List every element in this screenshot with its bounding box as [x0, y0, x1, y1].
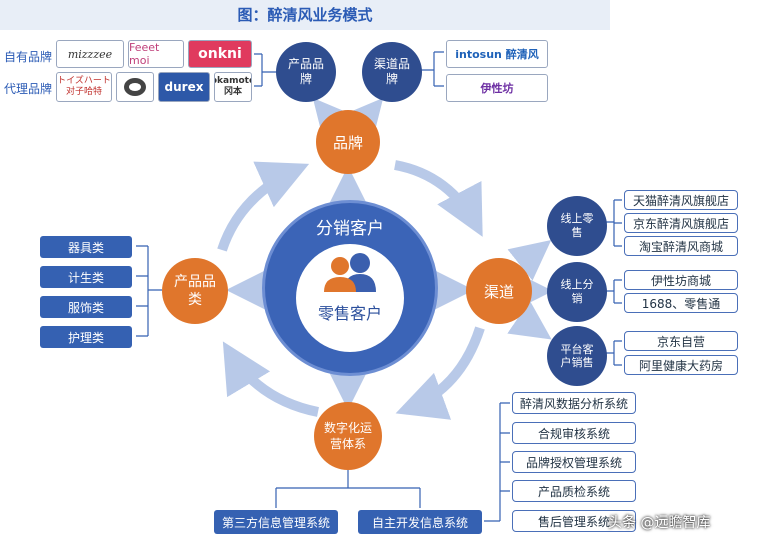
watermark-text: 头条 @远瞻智库	[608, 515, 711, 531]
center-bottom-label: 零售客户	[317, 304, 382, 323]
subsystem-box: 产品质检系统	[512, 480, 636, 502]
logo-okamoto: okamoto 冈本	[214, 72, 252, 102]
category-box: 护理类	[40, 326, 132, 348]
online-retail-circle: 线上零售	[547, 196, 607, 256]
round-brand-icon	[124, 78, 146, 96]
brand-node: 品牌	[316, 110, 380, 174]
center-inner-circle	[296, 244, 404, 352]
center-top-label: 分销客户	[316, 219, 384, 239]
arrow-channel-to-online-retail	[507, 240, 552, 281]
channel-item: 京东醉清风旗舰店	[624, 213, 738, 233]
cycle-arc-left-top	[217, 161, 310, 252]
logo-onkni: onkni	[188, 40, 252, 68]
arrow-brand-to-channel-brand	[341, 97, 384, 142]
page-title: 图：醉清风业务模式	[237, 6, 373, 24]
people-icon	[324, 253, 376, 292]
channel-node: 渠道	[466, 258, 532, 324]
logo-toysheart: トイズハート 对子哈特	[56, 72, 112, 102]
channel-item: 阿里健康大药房	[624, 355, 738, 375]
logo-feeetmoi: Feeet moi	[128, 40, 184, 68]
channel-item: 京东自营	[624, 331, 738, 351]
channel-item: 伊性坊商城	[624, 270, 738, 290]
cycle-arc-top-right	[394, 160, 483, 237]
digital-ops-node: 数字化运营体系	[314, 402, 382, 470]
product-brand-circle: 产品品牌	[276, 42, 336, 102]
category-box: 计生类	[40, 266, 132, 288]
logo-intosun: intosun 醉清风	[446, 40, 548, 68]
category-box: 器具类	[40, 236, 132, 258]
logo-durex: durex	[158, 72, 210, 102]
own-brand-label: 自有品牌	[4, 50, 53, 64]
subsystem-box: 醉清风数据分析系统	[512, 392, 636, 414]
logo-round-brand	[116, 72, 154, 102]
platform-sales-circle: 平台客户销售	[547, 326, 607, 386]
channel-item: 1688、零售通	[624, 293, 738, 313]
logo-yixingfang: 伊性坊	[446, 74, 548, 102]
channel-item: 天猫醉清风旗舰店	[624, 190, 738, 210]
third-party-system-box: 第三方信息管理系统	[214, 510, 338, 534]
arrow-channel-to-platform	[507, 300, 552, 340]
self-dev-system-box: 自主开发信息系统	[358, 510, 482, 534]
subsystem-box: 品牌授权管理系统	[512, 451, 636, 473]
title-bar	[0, 0, 610, 30]
channel-item: 淘宝醉清风商城	[624, 236, 738, 256]
cycle-arc-right-bottom	[395, 326, 485, 420]
subsystem-box: 售后管理系统	[512, 510, 636, 532]
online-distribution-circle: 线上分销	[547, 262, 607, 322]
product-node: 产品品类	[162, 258, 228, 324]
agent-brand-label: 代理品牌	[4, 82, 53, 96]
subsystem-box: 合规审核系统	[512, 422, 636, 444]
channel-brand-circle: 渠道品牌	[362, 42, 422, 102]
cycle-arc-bottom-left	[222, 341, 320, 417]
logo-mizzzee: mizzzee	[56, 40, 124, 68]
category-box: 服饰类	[40, 296, 132, 318]
